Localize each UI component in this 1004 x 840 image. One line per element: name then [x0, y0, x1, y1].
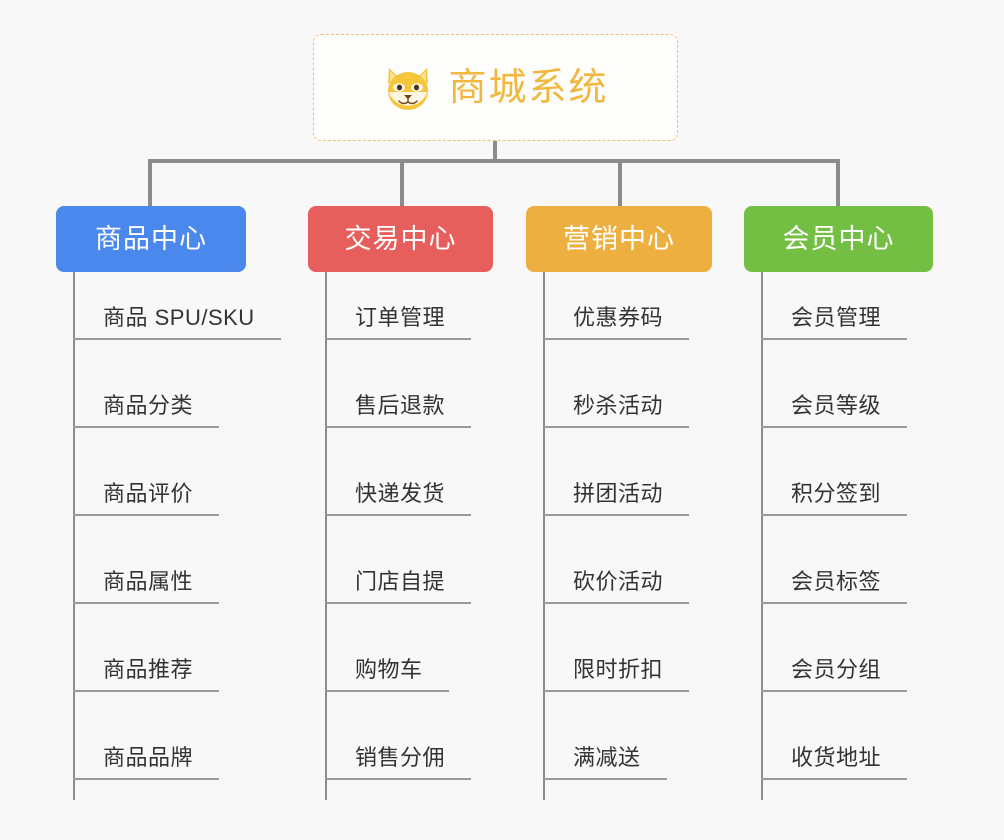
category-label: 营销中心 [563, 223, 675, 254]
category-header-product[interactable]: 商品中心 [56, 206, 246, 272]
leaf-label: 砍价活动 [573, 569, 664, 595]
leaf-label: 限时折扣 [573, 657, 664, 683]
category-header-marketing[interactable]: 营销中心 [526, 206, 712, 272]
category-header-member[interactable]: 会员中心 [744, 206, 933, 272]
leaf-label: 销售分佣 [355, 745, 446, 771]
leaf-label: 商品评价 [103, 481, 194, 507]
leaf-label: 优惠券码 [573, 305, 664, 331]
leaf-label: 门店自提 [355, 569, 446, 595]
connector-drop-会员中心 [836, 159, 840, 207]
leaf-label: 售后退款 [355, 393, 446, 419]
leaf-label: 商品 SPU/SKU [103, 305, 255, 331]
leaf-label: 收货地址 [791, 745, 882, 771]
column-trunk-line [73, 272, 75, 800]
category-label: 交易中心 [344, 223, 457, 254]
connector-drop-交易中心 [400, 159, 404, 207]
leaf-label: 会员等级 [791, 393, 882, 419]
root-title: 商城系统 [448, 66, 609, 109]
leaf-label: 商品属性 [103, 569, 194, 595]
leaf-label: 商品品牌 [103, 745, 194, 771]
leaf-label: 订单管理 [355, 305, 446, 331]
column-trunk-line [543, 272, 545, 800]
column-trunk-line [761, 272, 763, 800]
leaf-label: 会员管理 [791, 305, 882, 331]
root-node-mall-system[interactable]: 商城系统 [313, 34, 678, 141]
leaf-label: 快递发货 [355, 481, 446, 507]
column-trunk-line [325, 272, 327, 800]
leaf-label: 会员分组 [791, 657, 882, 683]
leaf-label: 拼团活动 [573, 481, 664, 507]
leaf-label: 购物车 [355, 657, 423, 683]
category-header-trade[interactable]: 交易中心 [308, 206, 493, 272]
leaf-label: 商品分类 [103, 393, 194, 419]
leaf-label: 会员标签 [791, 569, 882, 595]
connector-drop-营销中心 [618, 159, 622, 207]
shiba-dog-icon [388, 67, 429, 110]
connector-root-stem [493, 141, 497, 163]
category-label: 商品中心 [95, 223, 207, 254]
leaf-label: 满减送 [573, 745, 641, 771]
connector-horizontal-bar [148, 159, 840, 163]
category-label: 会员中心 [782, 223, 895, 254]
leaf-label: 商品推荐 [103, 657, 194, 683]
connector-drop-商品中心 [148, 159, 152, 207]
leaf-label: 积分签到 [791, 481, 882, 507]
leaf-label: 秒杀活动 [573, 393, 664, 419]
